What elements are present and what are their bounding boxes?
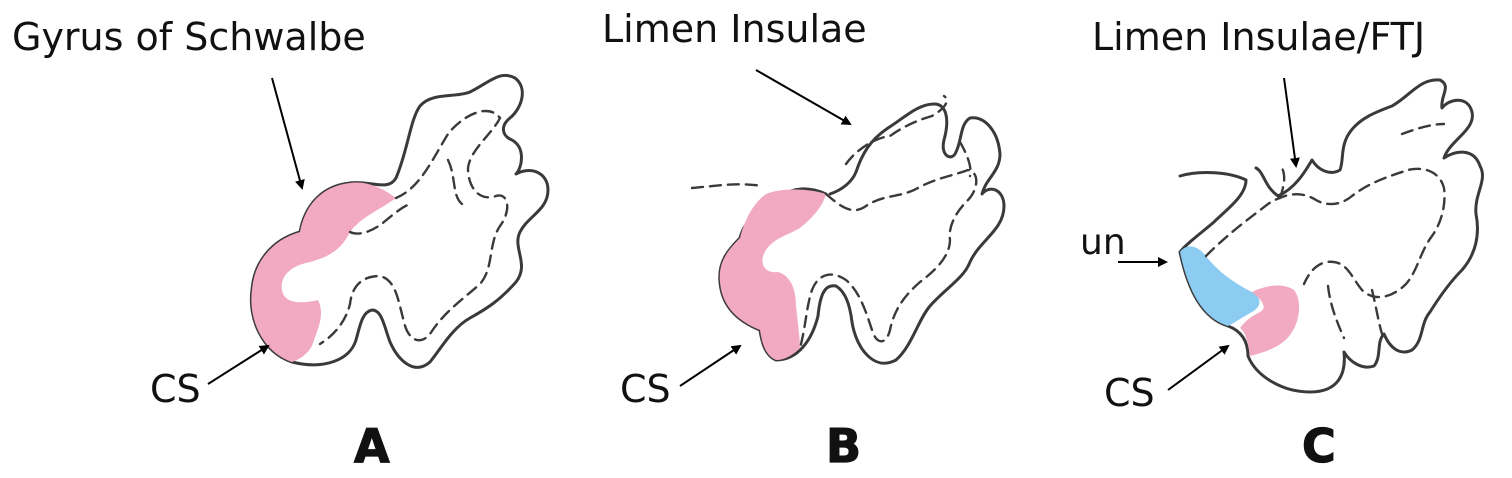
panel-c: Limen Insulae/FTJ un CS C xyxy=(1080,15,1484,474)
panel-c-sulcus-line-3 xyxy=(1326,284,1384,340)
panel-b: Limen Insulae CS B xyxy=(602,7,1006,474)
panel-c-brain-outline xyxy=(1178,78,1484,394)
panel-c-letter: C xyxy=(1302,419,1336,473)
panel-a-pink-region xyxy=(251,182,396,362)
panel-c-cs-label: CS xyxy=(1104,371,1155,415)
panel-a-sulcus-line xyxy=(348,202,412,235)
panel-a: Gyrus of Schwalbe CS A xyxy=(12,15,550,474)
panel-c-heading: Limen Insulae/FTJ xyxy=(1092,15,1425,59)
panel-c-un-label: un xyxy=(1080,222,1126,263)
panel-c-heading-arrow xyxy=(1283,77,1300,168)
panel-c-sulcus-line xyxy=(1278,166,1286,200)
panel-b-letter: B xyxy=(826,419,861,473)
panel-b-cs-arrow xyxy=(679,344,742,387)
panel-a-gray-white-boundary xyxy=(318,109,509,346)
panel-b-sulcus-line xyxy=(844,94,948,166)
panel-c-blue-region xyxy=(1180,246,1260,326)
panel-b-heading-arrow xyxy=(755,69,852,125)
panel-b-sulcus-line-2 xyxy=(958,140,972,178)
panel-c-pink-region xyxy=(1240,285,1300,356)
panel-c-cs-arrow xyxy=(1167,344,1230,391)
panel-b-cs-label: CS xyxy=(620,367,671,411)
panel-a-letter: A xyxy=(354,419,390,473)
panel-b-gray-white-boundary xyxy=(798,168,978,350)
panel-a-cs-label: CS xyxy=(150,367,201,411)
panel-a-sulcus-line-2 xyxy=(446,158,464,206)
panel-a-cs-arrow xyxy=(207,344,270,385)
panel-c-gray-white-boundary xyxy=(1204,167,1446,299)
panel-c-sulcus-line-2 xyxy=(1400,122,1446,136)
panel-b-pink-region xyxy=(719,189,826,360)
panel-a-heading-arrow xyxy=(271,77,305,190)
panel-b-frontal-cut xyxy=(690,183,764,190)
panel-b-heading: Limen Insulae xyxy=(602,7,867,51)
panel-a-heading: Gyrus of Schwalbe xyxy=(12,15,366,59)
